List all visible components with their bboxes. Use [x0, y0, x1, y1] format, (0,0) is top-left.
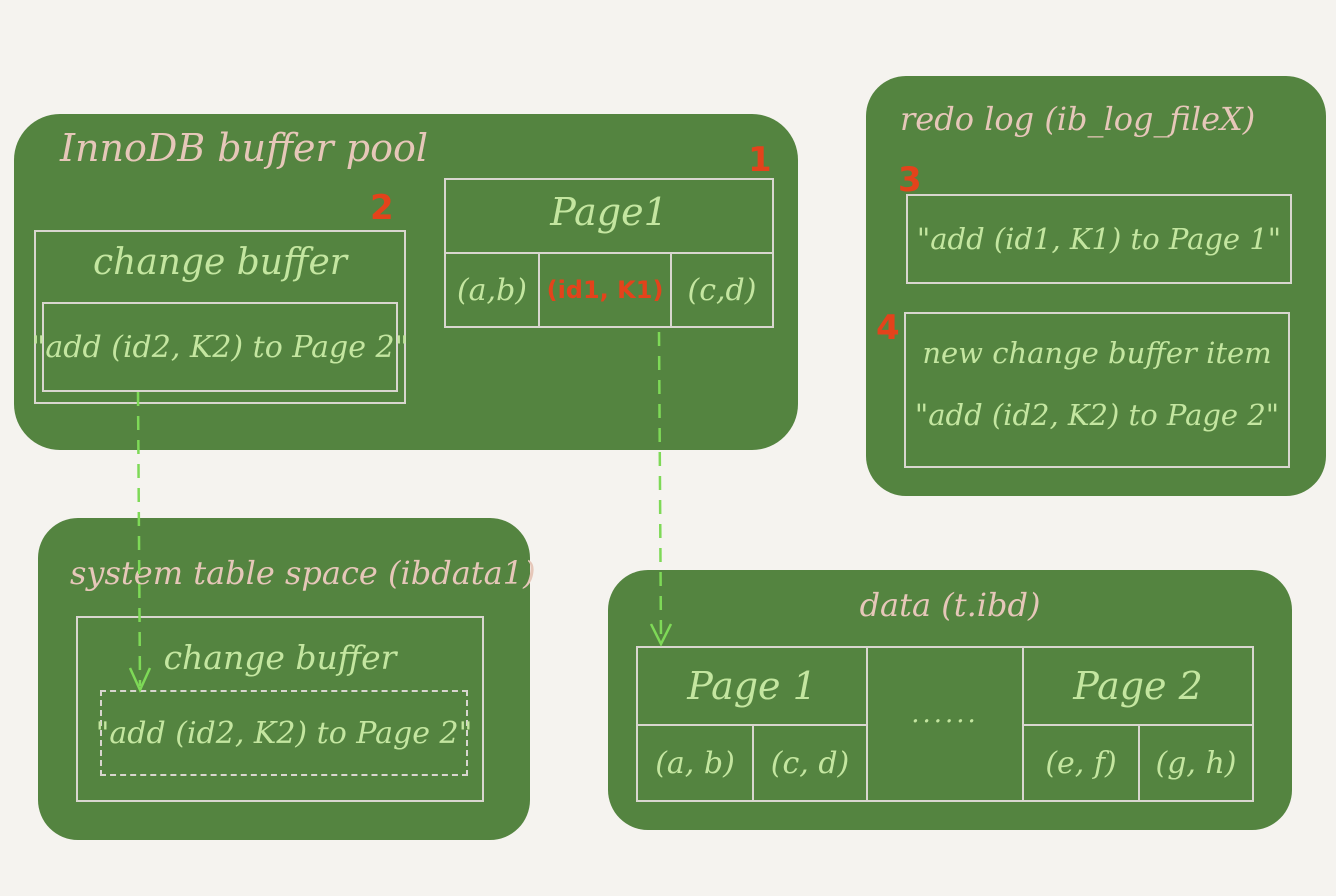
page1-cell-ab: (a,b) — [444, 252, 540, 328]
system-tablespace-change-buffer: change buffer "add (id2, K2) to Page 2" — [76, 616, 484, 802]
page1-cell-cd: (c,d) — [670, 252, 774, 328]
system-change-buffer-label: change buffer — [163, 638, 397, 677]
redo-log-entry-2: new change buffer item "add (id2, K2) to… — [904, 312, 1290, 468]
data-file-panel: data (t.ibd) — [608, 570, 1292, 830]
change-buffer-label: change buffer — [92, 242, 348, 283]
system-tablespace-panel: system table space (ibdata1) change buff… — [38, 518, 536, 840]
data-page2-cell-gh-text: (g, h) — [1155, 745, 1237, 781]
data-page2-cell-ef: (e, f) — [1022, 724, 1140, 802]
marker-4: 4 — [876, 308, 900, 348]
page1-cell-id1: (id1, K1) — [538, 252, 672, 328]
data-page1-cell-ab-text: (a, b) — [655, 745, 735, 781]
redo-log-panel: redo log (ib_log_fileX) 3 4 "add (id1, K… — [866, 76, 1326, 496]
change-buffer-entry: "add (id2, K2) to Page 2" — [32, 302, 408, 392]
buffer-pool-change-buffer: change buffer "add (id2, K2) to Page 2" — [32, 230, 408, 404]
page1-cell-cd-text: (c,d) — [687, 272, 757, 308]
data-ellipsis: ...... — [911, 699, 979, 729]
data-page1-cell-ab: (a, b) — [636, 724, 754, 802]
page1-label: Page1 — [550, 190, 668, 234]
system-change-buffer-entry-text: "add (id2, K2) to Page 2" — [95, 715, 473, 751]
redo-log-entry-1: "add (id1, K1) to Page 1" — [906, 194, 1292, 284]
data-page1-header: Page 1 — [636, 646, 868, 726]
data-middle-cell: ...... — [866, 646, 1024, 802]
redo-log-entry-1-text: "add (id1, K1) to Page 1" — [916, 222, 1282, 256]
data-page1-cell-cd: (c, d) — [752, 724, 868, 802]
redo-log-entry-2-line2: "add (id2, K2) to Page 2" — [914, 398, 1280, 432]
redo-log-title: redo log (ib_log_fileX) — [900, 100, 1256, 138]
data-file-title: data (t.ibd) — [859, 586, 1041, 624]
data-page2-cell-ef-text: (e, f) — [1045, 745, 1117, 781]
page1-cell-ab-text: (a,b) — [456, 272, 528, 308]
redo-log-entry-2-line1: new change buffer item — [922, 336, 1272, 370]
page1-cell-id1-text: (id1, K1) — [546, 276, 664, 304]
data-page2-header: Page 2 — [1022, 646, 1254, 726]
data-page2-cell-gh: (g, h) — [1138, 724, 1254, 802]
system-change-buffer-entry: "add (id2, K2) to Page 2" — [96, 690, 472, 776]
data-page1-label: Page 1 — [687, 664, 817, 708]
marker-2: 2 — [370, 188, 394, 228]
data-page2-label: Page 2 — [1073, 664, 1203, 708]
change-buffer-entry-text: "add (id2, K2) to Page 2" — [31, 329, 409, 365]
system-tablespace-title: system table space (ibdata1) — [70, 554, 536, 592]
marker-3: 3 — [898, 160, 922, 200]
data-page1-cell-cd-text: (c, d) — [770, 745, 850, 781]
buffer-pool-title: InnoDB buffer pool — [60, 126, 428, 170]
buffer-pool-panel: InnoDB buffer pool 2 1 change buffer "ad… — [14, 114, 798, 450]
marker-1: 1 — [748, 140, 772, 180]
